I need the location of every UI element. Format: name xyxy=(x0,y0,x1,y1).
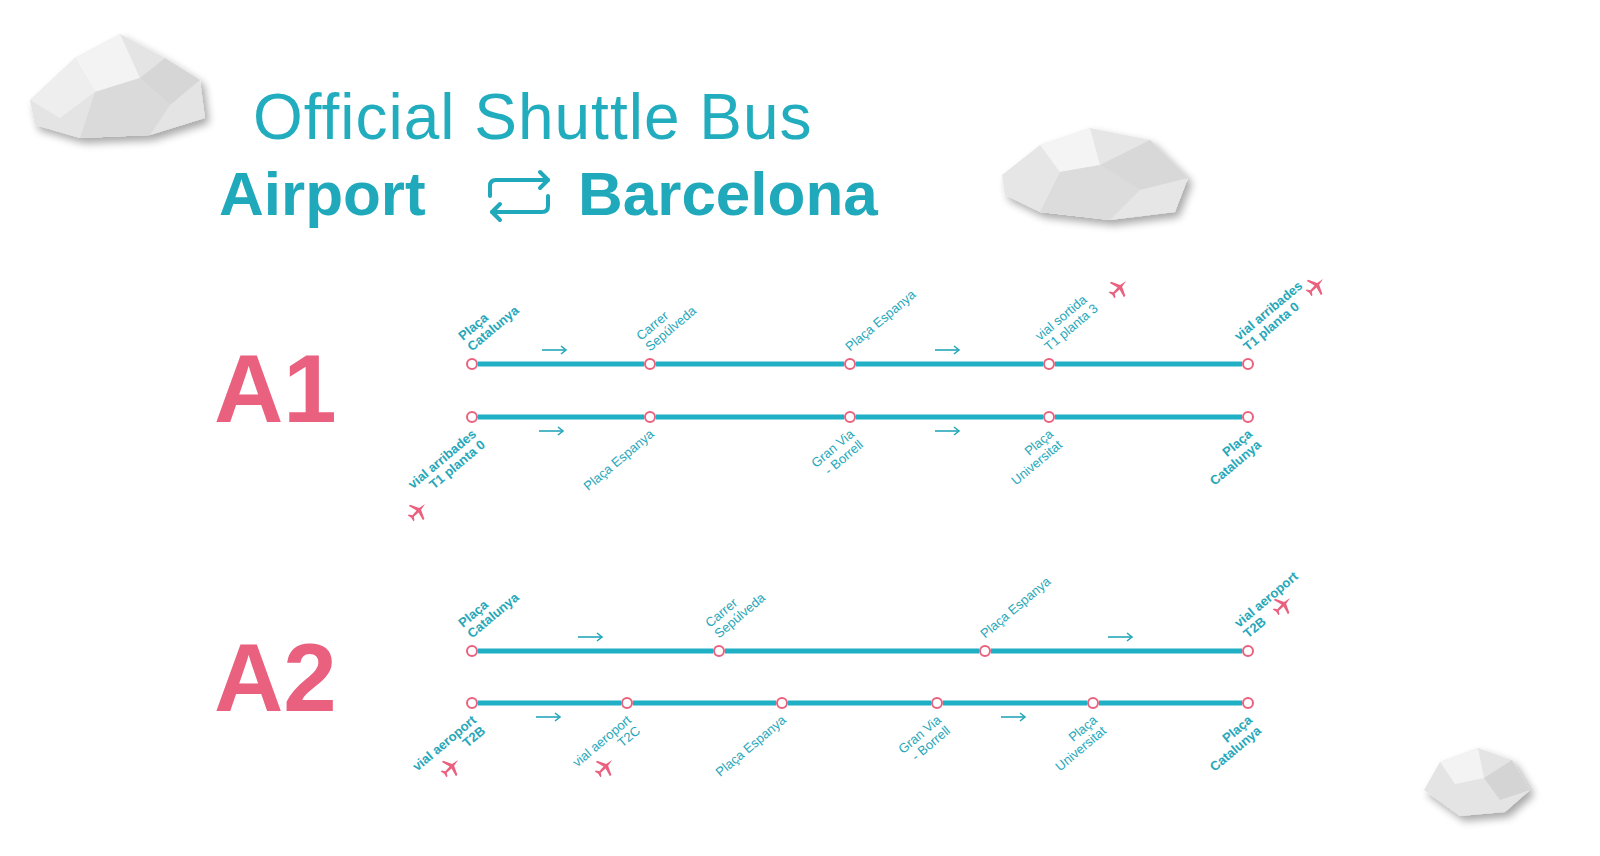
direction-arrow xyxy=(578,633,602,641)
stop-label: Plaça Espanya xyxy=(843,288,918,354)
route-line xyxy=(478,701,621,706)
stop-circle: Plaça Catalunya xyxy=(466,358,478,370)
direction-arrow xyxy=(539,427,563,435)
cloud xyxy=(1002,128,1188,220)
direction-arrow xyxy=(935,427,959,435)
route-segment xyxy=(656,417,844,418)
stop-label: Plaça Universitat xyxy=(1040,713,1109,777)
stop-circle: Plaça Catalunya xyxy=(1242,411,1254,423)
stop-label: Plaça Catalunya xyxy=(1194,713,1264,778)
stop-circle: Plaça Espanya xyxy=(776,697,788,709)
route-line xyxy=(478,362,644,367)
route-segment xyxy=(478,651,713,652)
title: Official Shuttle Bus xyxy=(253,80,813,154)
direction-arrow xyxy=(935,346,959,354)
direction-arrow xyxy=(536,713,560,721)
route-line xyxy=(656,362,844,367)
stop-label: vial aeroport T2B xyxy=(1232,567,1313,641)
route-name: A1 xyxy=(214,334,337,444)
stop-circle: vial arribades T1 planta 0 xyxy=(466,411,478,423)
stop-label: Plaça Catalunya xyxy=(456,289,526,354)
stop-label: Plaça Catalunya xyxy=(456,576,526,641)
stop-circle: Plaça Espanya xyxy=(644,411,656,423)
cloud xyxy=(30,34,205,138)
route-segment xyxy=(788,703,931,704)
route-segment xyxy=(1099,703,1242,704)
route-line xyxy=(1099,701,1242,706)
route-segment xyxy=(1055,417,1242,418)
route-segment xyxy=(478,703,621,704)
direction-arrow xyxy=(1001,713,1025,721)
stop-circle: vial aeroport T2B xyxy=(466,697,478,709)
route-line xyxy=(725,649,979,654)
stop-circle: Plaça Catalunya xyxy=(1242,697,1254,709)
stop-label: Plaça Catalunya xyxy=(1194,427,1264,492)
route-segment xyxy=(991,651,1242,652)
stop-label: Gran Via - Borrell xyxy=(805,427,866,484)
route-segment xyxy=(943,703,1087,704)
stop-circle: Gran Via - Borrell xyxy=(931,697,943,709)
route-segment xyxy=(478,364,644,365)
plane-icon xyxy=(404,497,433,526)
route-segment xyxy=(633,703,776,704)
route-segment xyxy=(856,364,1043,365)
stop-label: vial sortida T1 planta 3 xyxy=(1033,284,1109,354)
stop-label: vial aeroport T2C xyxy=(565,713,643,785)
stop-circle: Plaça Universitat xyxy=(1043,411,1055,423)
stop-circle: Plaça Universitat xyxy=(1087,697,1099,709)
route-line xyxy=(1055,362,1242,367)
direction-arrow xyxy=(1108,633,1132,641)
stop-circle: Carrer Sepúlveda xyxy=(713,645,725,657)
stop-label: Plaça Espanya xyxy=(714,713,789,779)
stop-circle: vial arribades T1 planta 0 xyxy=(1242,358,1254,370)
route-line xyxy=(478,415,644,420)
plane-icon xyxy=(1302,272,1331,301)
stop-circle: vial aeroport T2C xyxy=(621,697,633,709)
stop-label: vial aeroport T2B xyxy=(407,713,488,787)
route-line xyxy=(856,415,1043,420)
stop-label: Gran Via - Borrell xyxy=(892,713,953,770)
stop-label: vial arribades T1 planta 0 xyxy=(1232,268,1327,354)
stop-circle: vial sortida T1 planta 3 xyxy=(1043,358,1055,370)
stop-circle: Plaça Espanya xyxy=(844,358,856,370)
stop-circle: Plaça Espanya xyxy=(979,645,991,657)
heading-word: Barcelona xyxy=(578,158,878,229)
stop-label: vial arribades T1 planta 0 xyxy=(393,427,488,513)
route-line xyxy=(788,701,931,706)
stop-label: Plaça Espanya xyxy=(582,427,657,493)
direction-arrow xyxy=(542,346,566,354)
stop-circle: Plaça Catalunya xyxy=(466,645,478,657)
route-name: A2 xyxy=(214,623,337,733)
plane-icon xyxy=(1105,274,1134,303)
heading-word: Airport xyxy=(219,158,426,229)
route-line xyxy=(633,701,776,706)
cloud xyxy=(1424,748,1530,816)
route-segment xyxy=(1055,364,1242,365)
stop-label: Carrer Sepúlveda xyxy=(634,288,706,354)
route-segment xyxy=(656,364,844,365)
route-line xyxy=(656,415,844,420)
route-line xyxy=(478,649,713,654)
route-line xyxy=(1055,415,1242,420)
route-line xyxy=(991,649,1242,654)
swap-icon xyxy=(490,172,548,220)
route-line xyxy=(943,701,1087,706)
route-segment xyxy=(856,417,1043,418)
stop-label: Plaça Espanya xyxy=(978,575,1053,641)
stop-label: Plaça Universitat xyxy=(996,427,1065,491)
route-line xyxy=(856,362,1043,367)
route-segment xyxy=(478,417,644,418)
stop-circle: Gran Via - Borrell xyxy=(844,411,856,423)
stop-label: Carrer Sepúlveda xyxy=(703,575,775,641)
stop-circle: vial aeroport T2B xyxy=(1242,645,1254,657)
route-segment xyxy=(725,651,979,652)
stop-circle: Carrer Sepúlveda xyxy=(644,358,656,370)
